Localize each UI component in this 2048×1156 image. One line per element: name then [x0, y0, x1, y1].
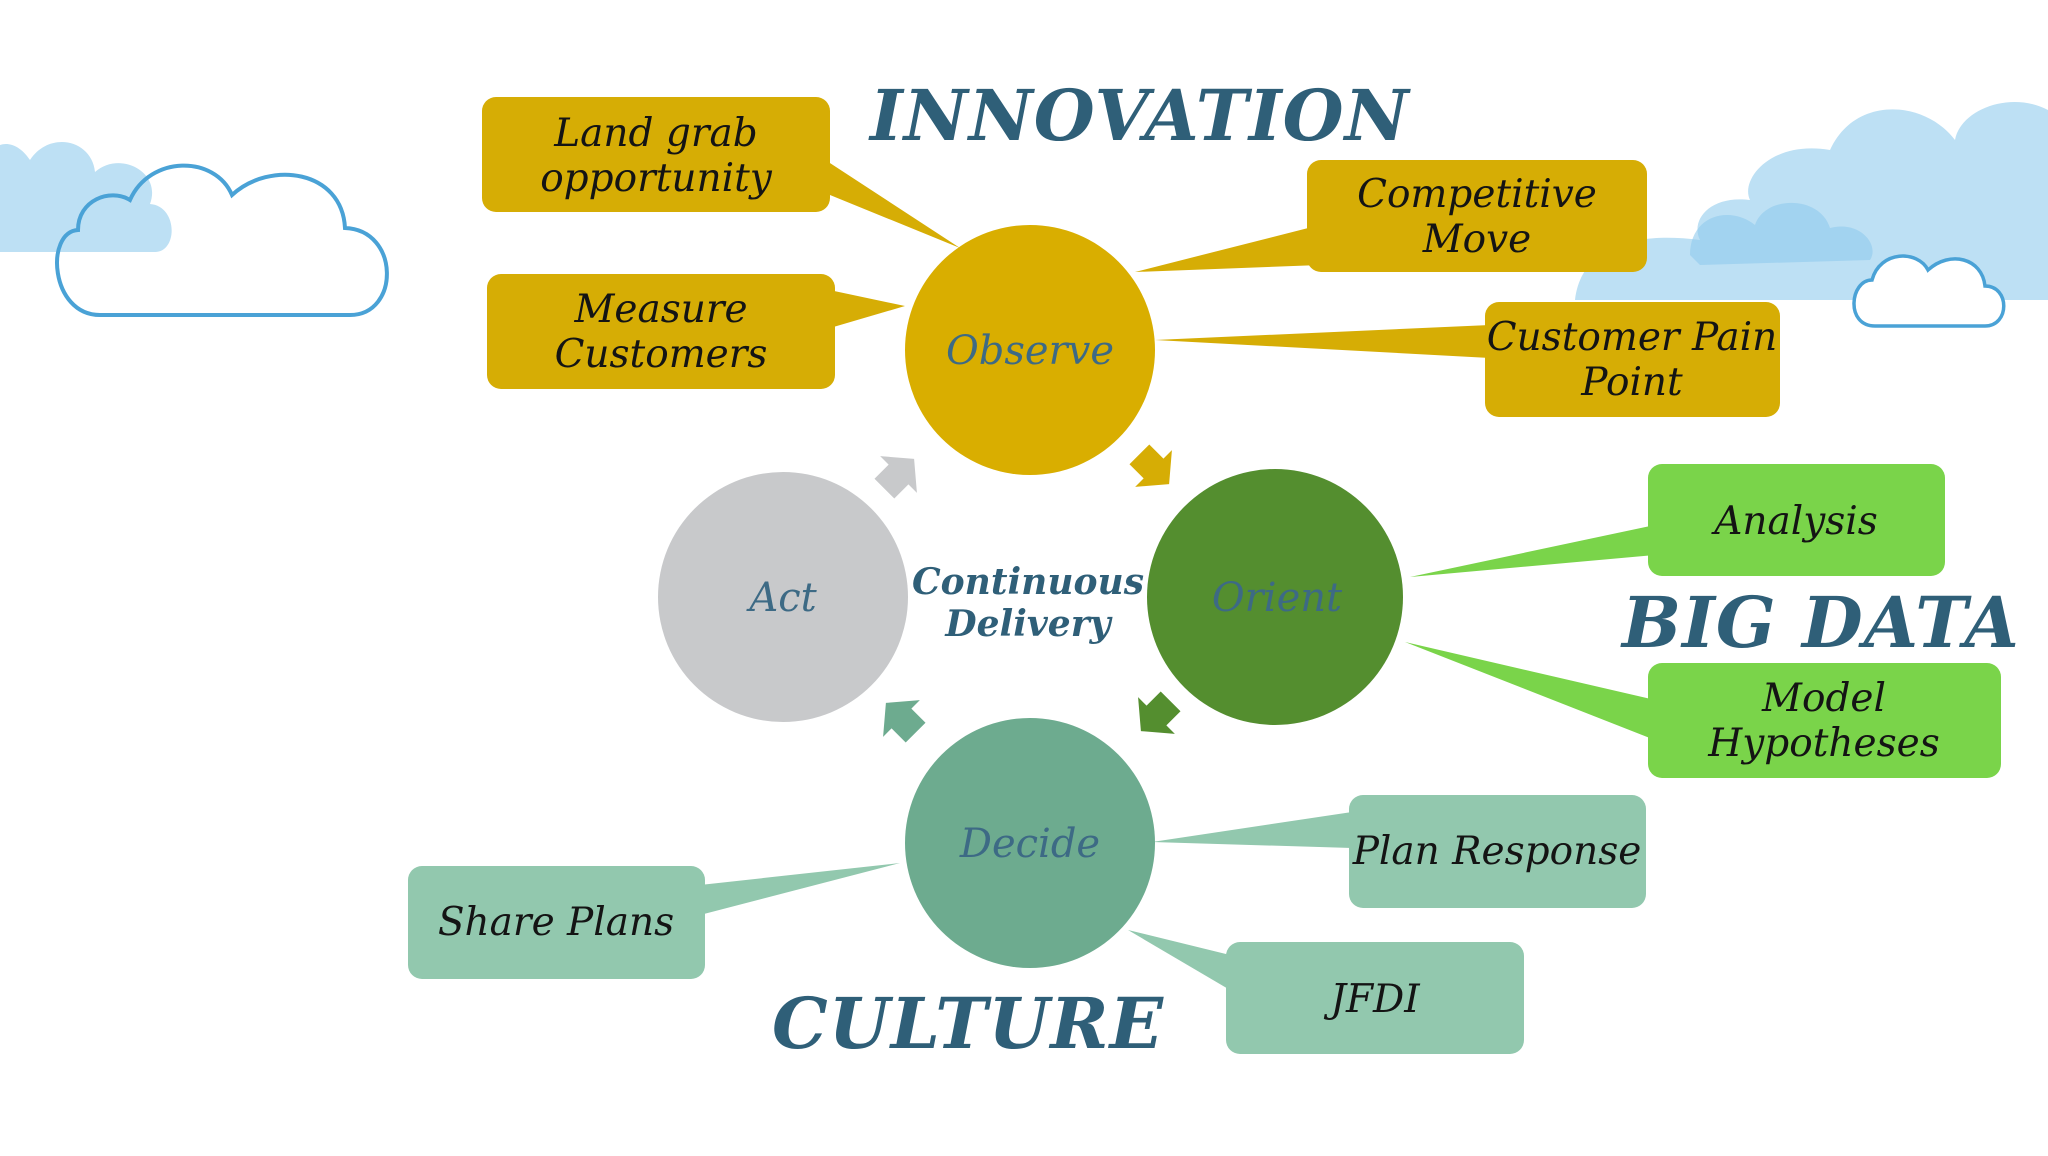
box-analysis: Analysis: [1648, 464, 1945, 576]
circle-orient: [1147, 469, 1403, 725]
box-jfdi: JFDI: [1226, 942, 1524, 1054]
pointer-land-grab: [810, 150, 960, 248]
center-label-line1: Continuous: [912, 561, 1144, 603]
pointer-analysis: [1410, 525, 1655, 577]
box-share-plans: Share Plans: [408, 866, 705, 979]
circle-decide-label: Decide: [959, 821, 1100, 867]
box-customer-pain-point: Customer Pain Point: [1485, 302, 1780, 417]
box-customer-pain-point-line1: Customer Pain: [1487, 315, 1778, 360]
arrow-orient-to-decide: [1138, 691, 1181, 734]
circle-observe-label: Observe: [946, 328, 1114, 374]
box-model-hypotheses: Model Hypotheses: [1648, 663, 2001, 778]
box-competitive-move: Competitive Move: [1307, 160, 1647, 272]
pointer-customer-pain-point: [1155, 325, 1490, 358]
arrow-act-to-observe: [874, 456, 917, 499]
cloud-right-outline: [1852, 254, 2006, 328]
arrow-decide-to-act: [883, 700, 926, 743]
pointer-plan-response: [1152, 812, 1352, 848]
box-model-hypotheses-line1: Model: [1761, 676, 1886, 721]
circle-observe: [905, 225, 1155, 475]
circle-act: [658, 472, 908, 722]
cloud-left-filled: [0, 142, 172, 252]
box-plan-response-line1: Plan Response: [1352, 829, 1642, 874]
arrow-observe-to-orient: [1129, 444, 1172, 487]
box-model-hypotheses-line2: Hypotheses: [1707, 721, 1939, 766]
box-measure-customers: Measure Customers: [487, 274, 835, 389]
circle-decide: [905, 718, 1155, 968]
box-jfdi-line1: JFDI: [1323, 977, 1421, 1022]
pointer-measure-customers: [820, 288, 905, 328]
cloud-right-filled: [1575, 101, 2048, 300]
heading-innovation: INNOVATION: [868, 74, 1412, 157]
pointer-jfdi: [1128, 930, 1230, 990]
callout-pointers: [700, 150, 1655, 990]
box-share-plans-line1: Share Plans: [438, 900, 674, 945]
heading-big-data: BIG DATA: [1620, 581, 2020, 664]
box-land-grab-line1: Land grab: [553, 111, 757, 156]
box-plan-response: Plan Response: [1349, 795, 1646, 908]
box-customer-pain-point-line2: Point: [1580, 360, 1683, 405]
box-measure-customers-line2: Customers: [555, 332, 768, 377]
center-label-line2: Delivery: [944, 603, 1112, 645]
cloud-left-outline: [55, 163, 389, 317]
pointer-model-hypotheses: [1405, 642, 1655, 740]
box-competitive-move-line2: Move: [1422, 217, 1532, 262]
box-land-grab: Land grab opportunity: [482, 97, 830, 212]
pointer-share-plans: [700, 863, 900, 915]
cycle-arrows: [874, 444, 1181, 743]
box-analysis-line1: Analysis: [1711, 499, 1878, 544]
circle-act-label: Act: [745, 575, 817, 621]
box-land-grab-line2: opportunity: [540, 156, 773, 201]
box-competitive-move-line1: Competitive: [1357, 172, 1597, 217]
box-measure-customers-line1: Measure: [573, 287, 747, 332]
pointer-competitive-move: [1135, 225, 1320, 272]
heading-culture: CULTURE: [772, 982, 1165, 1065]
circle-orient-label: Orient: [1212, 575, 1343, 621]
